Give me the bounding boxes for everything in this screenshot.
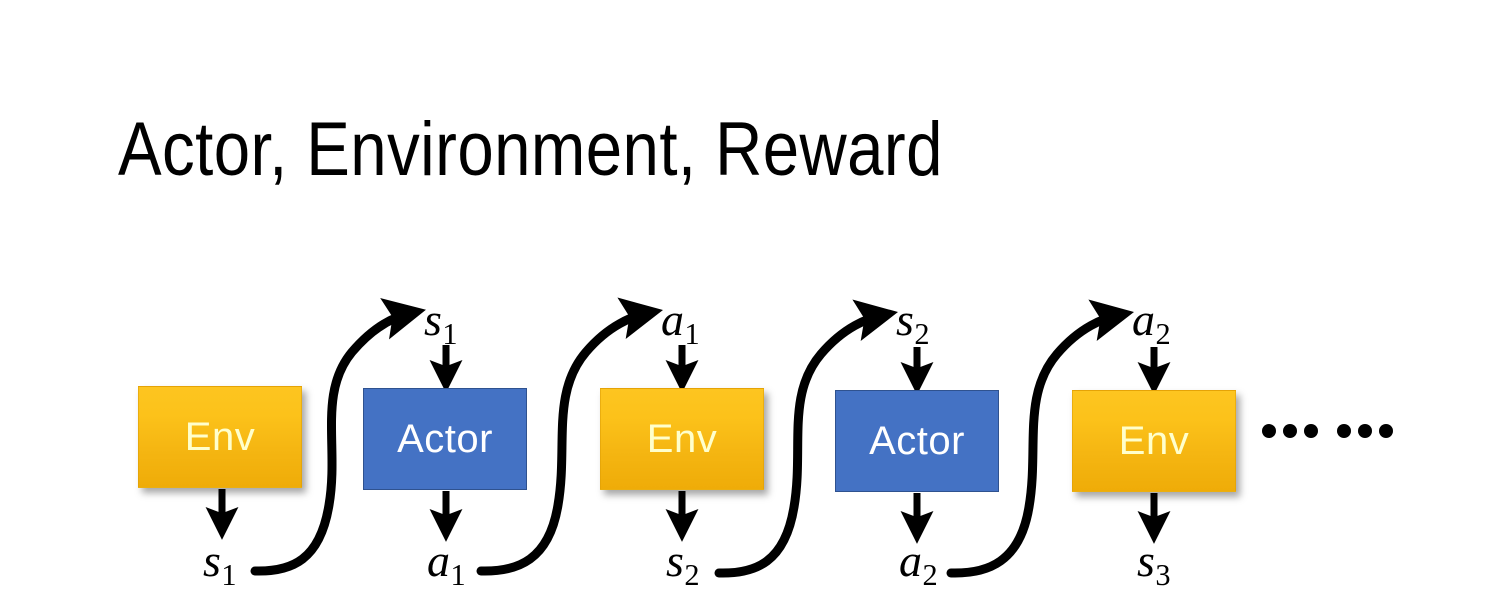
page-title: Actor, Environment, Reward [118, 107, 943, 192]
ellipsis-dot [1379, 424, 1393, 438]
symbol-s: s [424, 294, 442, 345]
state-label-s3-bottom: s3 [1137, 538, 1171, 590]
subscript-1: 1 [684, 316, 700, 351]
env-box-3-label: Env [1118, 419, 1190, 463]
symbol-a: a [1132, 294, 1155, 345]
state-label-s2-top: s2 [896, 297, 930, 349]
actor-box-1[interactable]: Actor [363, 388, 527, 490]
state-label-s1-bottom: s1 [203, 538, 237, 590]
ellipsis-dot [1262, 424, 1276, 438]
subscript-3: 3 [1155, 557, 1171, 592]
actor-box-1-label: Actor [397, 417, 493, 461]
subscript-2: 2 [684, 557, 700, 592]
ellipsis-continuation [1262, 424, 1393, 438]
env-box-2-label: Env [646, 417, 718, 461]
actor-box-2[interactable]: Actor [835, 390, 999, 492]
env-box-2[interactable]: Env [600, 388, 764, 490]
symbol-a: a [899, 535, 922, 586]
action-label-a1-top: a1 [661, 297, 700, 349]
ellipsis-gap [1325, 431, 1330, 432]
state-label-s1-top: s1 [424, 297, 458, 349]
ellipsis-dot [1283, 424, 1297, 438]
symbol-a: a [427, 535, 450, 586]
symbol-s: s [203, 535, 221, 586]
symbol-s: s [1137, 535, 1155, 586]
actor-box-2-label: Actor [869, 419, 965, 463]
subscript-2: 2 [1155, 316, 1171, 351]
ellipsis-dot [1337, 424, 1351, 438]
subscript-1: 1 [442, 316, 458, 351]
symbol-s: s [896, 294, 914, 345]
subscript-1: 1 [450, 557, 466, 592]
symbol-a: a [661, 294, 684, 345]
ellipsis-dot [1358, 424, 1372, 438]
env-box-3[interactable]: Env [1072, 390, 1236, 492]
action-label-a1-bottom: a1 [427, 538, 466, 590]
symbol-s: s [666, 535, 684, 586]
subscript-1: 1 [221, 557, 237, 592]
action-label-a2-top: a2 [1132, 297, 1171, 349]
subscript-2: 2 [922, 557, 938, 592]
action-label-a2-bottom: a2 [899, 538, 938, 590]
env-box-1[interactable]: Env [138, 386, 302, 488]
env-box-1-label: Env [184, 415, 256, 459]
ellipsis-dot [1304, 424, 1318, 438]
state-label-s2-bottom: s2 [666, 538, 700, 590]
subscript-2: 2 [914, 316, 930, 351]
